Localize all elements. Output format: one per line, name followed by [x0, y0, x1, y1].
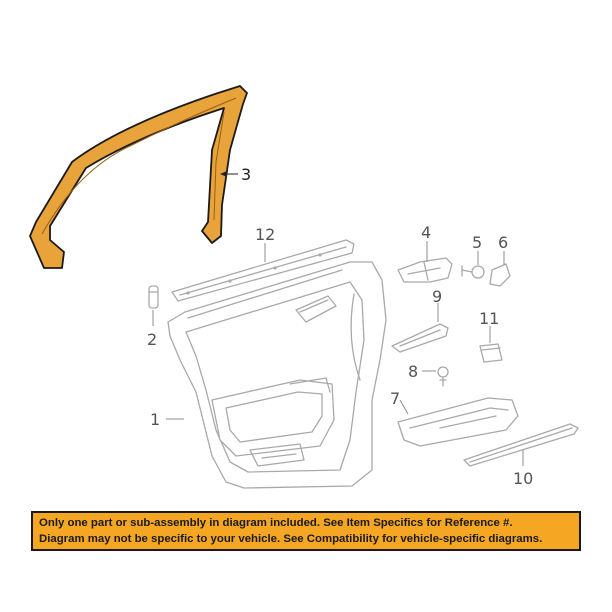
callout-7-leader	[399, 399, 409, 415]
callout-12: 12	[255, 225, 275, 244]
callout-11: 11	[479, 309, 499, 328]
callout-8: 8	[408, 362, 418, 381]
weatherstrip-part-3	[29, 85, 248, 269]
trim-strip-part-10	[463, 423, 579, 467]
armrest-part-7	[397, 397, 519, 447]
disclaimer-banner: Only one part or sub-assembly in diagram…	[31, 511, 581, 551]
bezel-part-6	[489, 263, 511, 287]
callout-2: 2	[147, 330, 157, 349]
disclaimer-line-2: Diagram may not be specific to your vehi…	[39, 532, 543, 545]
callout-5: 5	[472, 233, 482, 252]
callout-3-leader	[220, 171, 238, 177]
callout-6: 6	[498, 233, 508, 252]
belt-molding-part-12	[171, 239, 355, 302]
clip-part-2	[148, 285, 159, 309]
callout-4: 4	[421, 223, 431, 242]
door-handle-part-4	[397, 257, 453, 283]
screw-part-5	[461, 265, 485, 279]
pull-cup-part-9	[391, 323, 449, 353]
callout-1: 1	[150, 410, 160, 429]
callout-10: 10	[513, 469, 533, 488]
bezel-part-11	[479, 343, 503, 363]
fastener-part-8	[437, 366, 449, 387]
callout-7: 7	[390, 389, 400, 408]
callout-3: 3	[241, 165, 251, 184]
callout-9: 9	[432, 287, 442, 306]
door-trim-panel-part-1	[167, 261, 387, 489]
disclaimer-line-1: Only one part or sub-assembly in diagram…	[39, 517, 513, 529]
